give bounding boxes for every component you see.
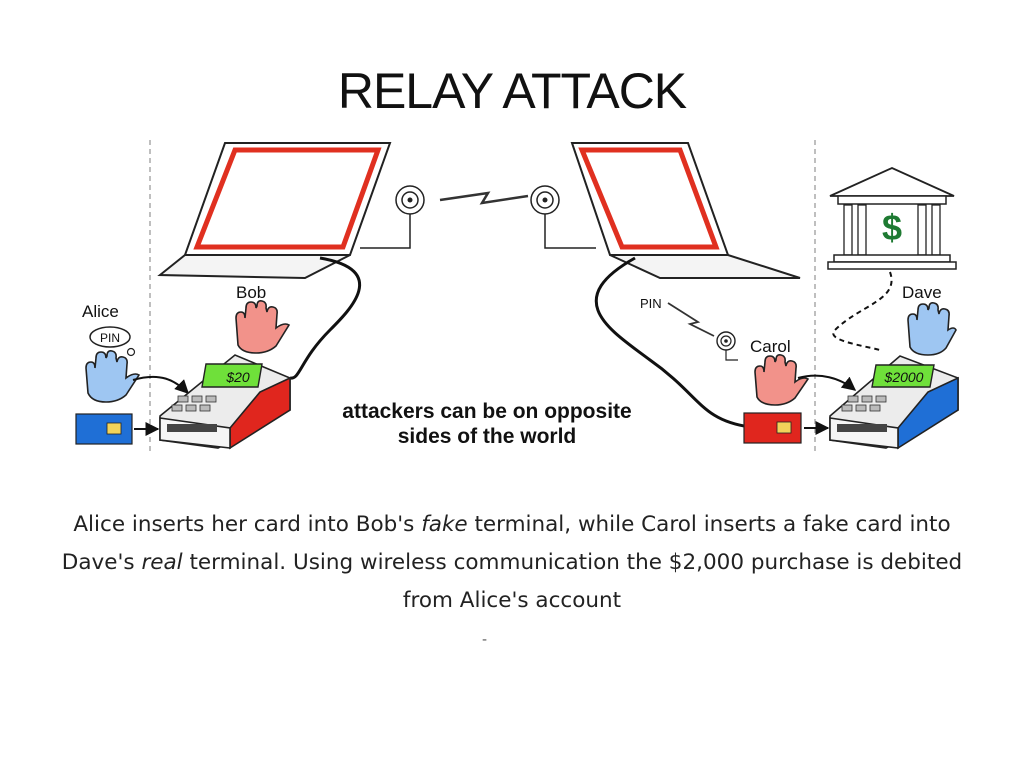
bob-terminal-icon — [159, 354, 291, 450]
caption-part3: terminal. Using wireless communication t… — [182, 550, 963, 613]
pin-bubble-label: PIN — [100, 331, 120, 345]
carol-to-terminal-arrow — [797, 374, 857, 391]
left-antenna-icon — [360, 185, 425, 249]
headline-line1: attackers can be on opposite — [342, 400, 631, 423]
carol-label: Carol — [750, 337, 791, 356]
dave-terminal-icon — [829, 355, 959, 450]
carol-hand-icon — [754, 354, 810, 406]
bob-hand-icon — [235, 300, 291, 354]
carol-pin-lightning-icon — [667, 302, 715, 337]
carol-antenna-icon — [716, 331, 738, 361]
caption: Alice inserts her card into Bob's fake t… — [40, 506, 984, 620]
bob-label: Bob — [236, 283, 266, 302]
bank-connection — [832, 271, 893, 351]
left-cable — [289, 256, 361, 380]
dave-label: Dave — [902, 283, 942, 302]
headline-line2: sides of the world — [398, 425, 577, 448]
left-laptop-icon — [157, 142, 392, 280]
alice-label: Alice — [82, 302, 119, 321]
bank-dollar-symbol: $ — [882, 207, 902, 248]
right-cable — [594, 256, 751, 429]
carol-card-icon — [743, 412, 802, 444]
carol-pin-label: PIN — [640, 296, 662, 311]
caption-part2: terminal, while Carol inserts a fake car… — [61, 512, 951, 575]
right-laptop-icon — [570, 142, 801, 279]
bob-display-amount: $20 — [225, 369, 250, 385]
caption-fake: fake — [421, 512, 468, 537]
lightning-icon — [439, 191, 529, 205]
dave-display-amount: $2000 — [884, 369, 924, 385]
bank-icon — [827, 167, 957, 270]
dave-hand-icon — [907, 302, 957, 356]
alice-card-icon — [75, 413, 133, 445]
caption-real: real — [141, 550, 183, 575]
right-antenna-icon — [530, 185, 596, 249]
slide-title: RELAY ATTACK — [337, 63, 687, 119]
footer-mark: - — [482, 632, 488, 648]
alice-hand-icon — [85, 350, 141, 403]
caption-part1: Alice inserts her card into Bob's — [73, 512, 422, 537]
alice-to-terminal-arrow — [132, 375, 189, 394]
